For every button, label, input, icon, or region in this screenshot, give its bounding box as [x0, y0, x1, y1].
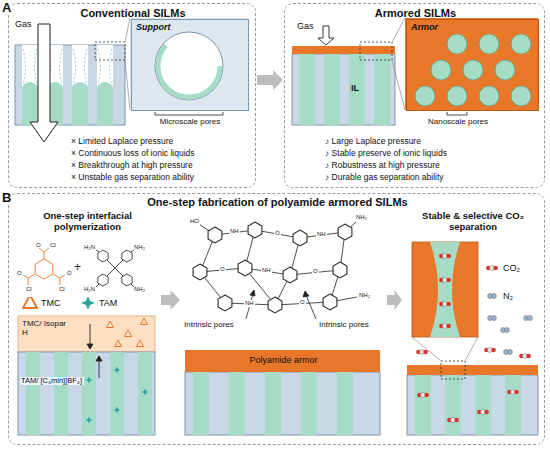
- atom-label: Cl: [25, 286, 33, 293]
- legend-text: CO₂: [503, 263, 520, 273]
- annotation: +: [73, 261, 82, 274]
- bullet-text: × Unstable gas separation ability: [71, 173, 256, 183]
- bullet-text: ♪ Stable preserve of ionic liquids: [325, 149, 535, 159]
- atom-label: NH: [316, 231, 327, 238]
- panel-title: Armored SILMs: [285, 7, 546, 20]
- atom-label: NH: [244, 300, 255, 307]
- flow-arrow: [161, 290, 180, 310]
- panel-letter: A: [1, 1, 12, 15]
- legend-text: N₂: [503, 291, 513, 301]
- legend-text: TMC: [41, 298, 61, 308]
- dashed-panel: Conventional SILMs × Limited Laplace pres…: [8, 3, 256, 188]
- legend-item: N₂: [484, 290, 513, 302]
- atom-label: HO: [189, 218, 200, 225]
- annotation: Nanoscale pores: [407, 118, 509, 127]
- legend-item: TMC: [22, 297, 61, 309]
- atom-label: NH₂: [355, 214, 368, 221]
- zoom-box: Armor: [406, 19, 539, 111]
- legend-symbol: [484, 262, 500, 274]
- panel-letter: B: [1, 191, 12, 205]
- atom-label: O: [66, 270, 73, 277]
- atom-label: O: [312, 268, 319, 275]
- bullet-text: ♪ Durable gas separation ability: [325, 173, 535, 183]
- bullet-text: × Continuous loss of ionic liquids: [71, 149, 256, 159]
- bullet-text: × Breakthrough at high pressure: [71, 161, 256, 171]
- bullet-text: × Limited Laplace pressure: [71, 137, 256, 147]
- legend-symbol: [484, 290, 500, 302]
- annotation: Gas: [14, 20, 33, 30]
- atom-label: Cl: [58, 286, 66, 293]
- stage-heading: Stable & selective CO₂ separation: [403, 211, 543, 233]
- atom-label: NH: [229, 228, 240, 235]
- panel-title: Conventional SILMs: [9, 7, 257, 20]
- flow-arrow: [257, 70, 283, 90]
- atom-label: NH₂: [358, 292, 371, 299]
- annotation: Gas: [296, 22, 315, 32]
- stage-group: Stable & selective CO₂ separation: [403, 211, 543, 439]
- annotation: IL: [350, 84, 360, 94]
- flow-arrow: [387, 290, 402, 310]
- stage-heading: Polyamide armor: [181, 355, 386, 365]
- atom-label: O: [219, 266, 226, 273]
- legend-item: TAM: [80, 297, 117, 309]
- annotation: Microscale pores: [139, 118, 241, 127]
- annotation: Intrinsic pores: [318, 321, 370, 330]
- atom-label: NH₂: [133, 286, 146, 293]
- bullet-text: ♪ Robustness at high pressure: [325, 161, 535, 171]
- stage-heading: One-step interfacial polymerization: [15, 211, 160, 233]
- legend-item: CO₂: [484, 262, 520, 274]
- legend-symbol: [80, 297, 96, 309]
- legend-symbol: [22, 297, 38, 309]
- atom-label: O: [16, 270, 23, 277]
- atom-label: NH₂: [133, 244, 146, 251]
- stage-heading: One-step fabrication of polyamide armore…: [9, 196, 546, 209]
- zoom-box: Support: [131, 19, 249, 111]
- annotation: TMC/ Isopar H: [21, 320, 69, 338]
- bullet-text: ♪ Large Laplace pressure: [325, 137, 535, 147]
- zoom-label: Support: [136, 22, 206, 32]
- atom-label: O: [35, 242, 42, 249]
- zoom-label: Armor: [411, 22, 481, 32]
- dashed-panel: Armored SILMs ♪ Large Laplace pressure ♪ S…: [284, 3, 545, 188]
- annotation: Intrinsic pores: [183, 321, 235, 330]
- atom-label: NH: [261, 267, 272, 274]
- legend-text: TAM: [99, 298, 117, 308]
- atom-label: H₂N: [83, 244, 96, 251]
- atom-label: Cl: [49, 242, 57, 249]
- atom-label: O: [299, 299, 306, 306]
- atom-label: H₂N: [83, 286, 96, 293]
- atom-label: O: [274, 230, 281, 237]
- annotation: TAM/ [C₄min][BF₄]: [20, 377, 84, 385]
